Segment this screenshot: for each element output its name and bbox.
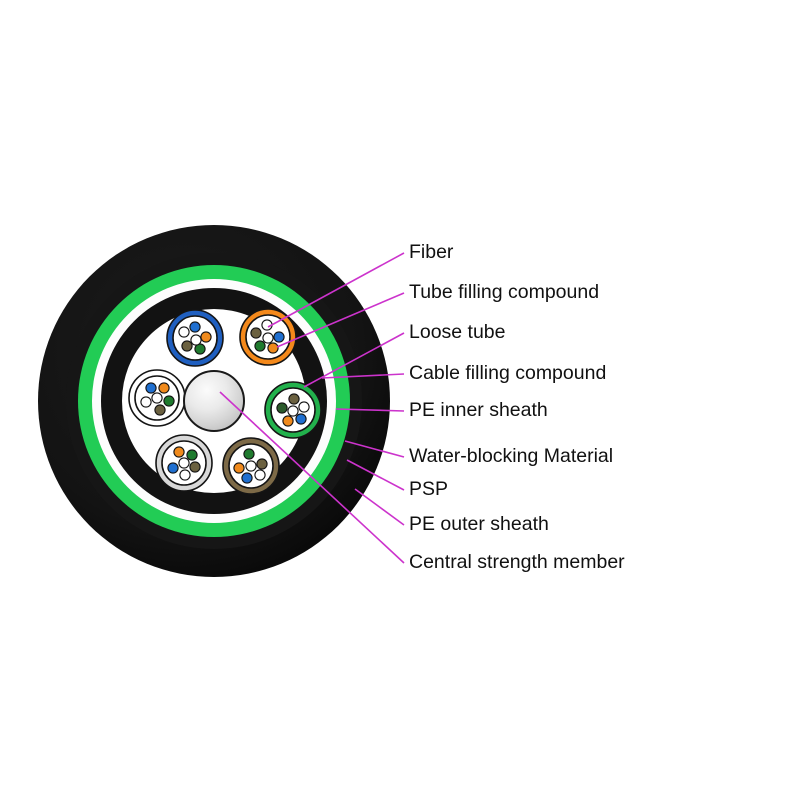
tube-white (155, 434, 213, 492)
tube-blue-fiber-4 (178, 326, 190, 338)
callout-psp-leader-line (346, 459, 405, 491)
callout-water-blocking-material-label: Water-blocking Material (409, 445, 613, 467)
callout-pe-outer-sheath-leader-line (354, 488, 405, 526)
callout-tube-filling-compound-leader-line (276, 292, 405, 348)
callout-cable-filling-compound-label: Cable filling compound (409, 362, 606, 384)
callout-cable-filling-compound-leader-line (321, 373, 405, 379)
tube-white-fiber-5 (178, 457, 190, 469)
tube-brown (222, 437, 280, 495)
tube-brown-fiber-4 (233, 462, 245, 474)
callout-tube-filling-compound-label: Tube filling compound (409, 281, 599, 303)
tube-orange (239, 308, 297, 366)
tube-natural (128, 369, 186, 427)
tube-orange-fiber-1 (273, 331, 285, 343)
tube-natural-fiber-0 (145, 382, 157, 394)
tube-green-fiber-2 (295, 413, 307, 425)
tube-white-fiber-2 (189, 461, 201, 473)
tube-natural-fiber-3 (154, 404, 166, 416)
tube-blue-fiber-3 (181, 340, 193, 352)
tube-blue-fiber-1 (200, 331, 212, 343)
tube-blue-fiber-0 (189, 321, 201, 333)
callout-leader-lines (219, 252, 405, 564)
tube-orange-fiber-5 (262, 332, 274, 344)
callout-pe-inner-sheath-leader-line (335, 408, 405, 412)
tube-green-fiber-3 (282, 415, 294, 427)
tube-brown-fiber-2 (254, 469, 266, 481)
tube-green (264, 381, 322, 439)
tube-green-fiber-0 (288, 393, 300, 405)
tube-brown-fiber-5 (245, 460, 257, 472)
tube-green-fiber-5 (287, 405, 299, 417)
loose-tube-group (128, 308, 322, 495)
tube-brown-fiber-3 (241, 472, 253, 484)
tube-brown-fiber-1 (256, 458, 268, 470)
callout-pe-inner-sheath-label: PE inner sheath (409, 399, 548, 421)
callout-central-strength-member-label: Central strength member (409, 551, 625, 573)
tube-blue (166, 309, 224, 367)
tube-white-fiber-1 (186, 449, 198, 461)
callout-loose-tube-label: Loose tube (409, 321, 506, 343)
tube-brown-fiber-0 (243, 448, 255, 460)
tube-white-fiber-3 (179, 469, 191, 481)
callout-pe-outer-sheath-label: PE outer sheath (409, 513, 549, 535)
tube-orange-fiber-4 (250, 327, 262, 339)
callout-fiber-label: Fiber (409, 241, 454, 263)
tube-blue-fiber-5 (190, 334, 202, 346)
callout-water-blocking-material-leader-line (344, 440, 405, 458)
central-strength-member-circle (183, 370, 245, 432)
tube-green-fiber-4 (276, 402, 288, 414)
tube-green-fiber-1 (298, 401, 310, 413)
tube-natural-fiber-5 (151, 392, 163, 404)
callout-fiber-leader-line (267, 252, 405, 328)
tube-natural-fiber-2 (163, 395, 175, 407)
tube-natural-fiber-1 (158, 382, 170, 394)
tube-natural-fiber-4 (140, 396, 152, 408)
callout-central-strength-member-leader-line (219, 391, 405, 564)
central-strength-member (183, 370, 245, 432)
tube-white-fiber-0 (173, 446, 185, 458)
tube-white-fiber-4 (167, 462, 179, 474)
callout-loose-tube-leader-line (303, 332, 405, 388)
tube-orange-fiber-2 (267, 342, 279, 354)
tube-orange-fiber-3 (254, 340, 266, 352)
callout-psp-label: PSP (409, 478, 448, 500)
